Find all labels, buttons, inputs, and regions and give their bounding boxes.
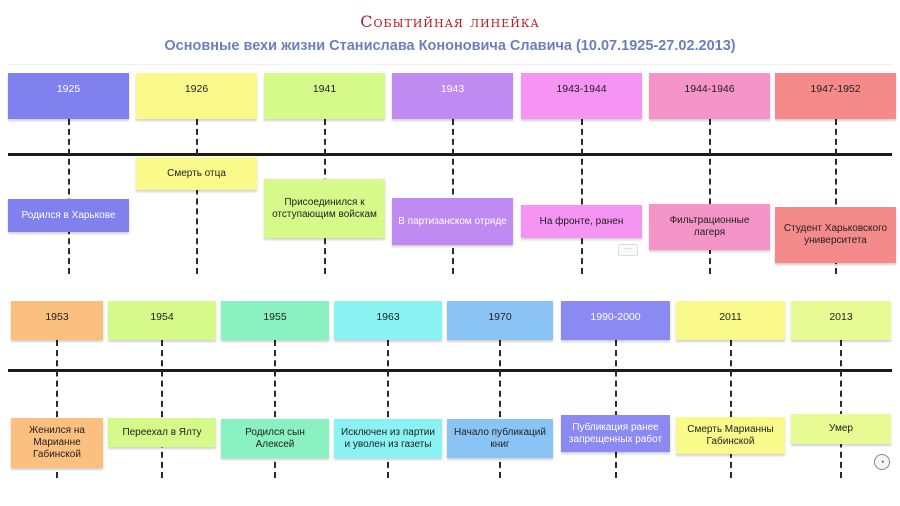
year-card: 1943 [392, 73, 513, 119]
event-card: Публикация ранее запрещенных работ [561, 415, 670, 452]
event-connector [56, 340, 58, 478]
event-connector [161, 340, 163, 478]
event-connector [499, 340, 501, 478]
timeline-axis [8, 369, 892, 372]
year-card: 1990-2000 [561, 301, 670, 340]
event-card: В партизанском отряде [392, 198, 513, 245]
event-card: Смерть отца [136, 157, 257, 190]
event-card: Студент Харьковского университета [775, 207, 896, 263]
event-connector [729, 340, 732, 478]
page-title: Событийная линейка [360, 12, 540, 31]
year-card: 1963 [334, 301, 442, 340]
event-connector [274, 340, 276, 478]
event-card: Исключен из партии и уволен из газеты [334, 419, 442, 458]
year-card: 1970 [447, 301, 553, 340]
event-card: Родился сын Алексей [221, 419, 329, 458]
event-card: Родился в Харькове [8, 199, 129, 232]
event-connector [708, 119, 711, 274]
event-card: Присоединился к отступающим войскам [264, 179, 385, 238]
event-connector [451, 119, 454, 274]
year-card: 1944-1946 [649, 73, 770, 119]
event-connector [67, 119, 70, 274]
year-card: 1953 [11, 301, 103, 340]
event-card: Фильтрационные лагеря [649, 204, 770, 250]
event-connector [195, 119, 198, 274]
event-card: Женился на Марианне Габинской [11, 418, 103, 468]
event-connector [840, 340, 842, 478]
event-connector [834, 119, 837, 274]
event-connector [387, 340, 389, 478]
event-card: На фронте, ранен [521, 205, 642, 238]
event-connector [614, 340, 617, 478]
timeline-axis [8, 153, 892, 156]
event-card: Умер [791, 414, 891, 444]
year-card: 2011 [676, 301, 785, 340]
year-card: 1947-1952 [775, 73, 896, 119]
page-subtitle: Основные вехи жизни Станислава Кононович… [164, 38, 736, 54]
event-card: Начало публикаций книг [447, 419, 553, 458]
event-connector [580, 119, 583, 274]
year-card: 1926 [136, 73, 257, 119]
year-card: 1925 [8, 73, 129, 119]
year-card: 1954 [108, 301, 216, 340]
event-card: Переехал в Ялту [108, 418, 216, 447]
more-options-icon[interactable]: ··· [618, 244, 638, 256]
year-card: 1941 [264, 73, 385, 119]
event-card: Смерть Марианны Габинской [676, 417, 785, 454]
compass-icon[interactable]: ◔ [874, 454, 890, 470]
year-card: 2013 [791, 301, 891, 340]
year-card: 1955 [221, 301, 329, 340]
year-card: 1943-1944 [521, 73, 642, 119]
